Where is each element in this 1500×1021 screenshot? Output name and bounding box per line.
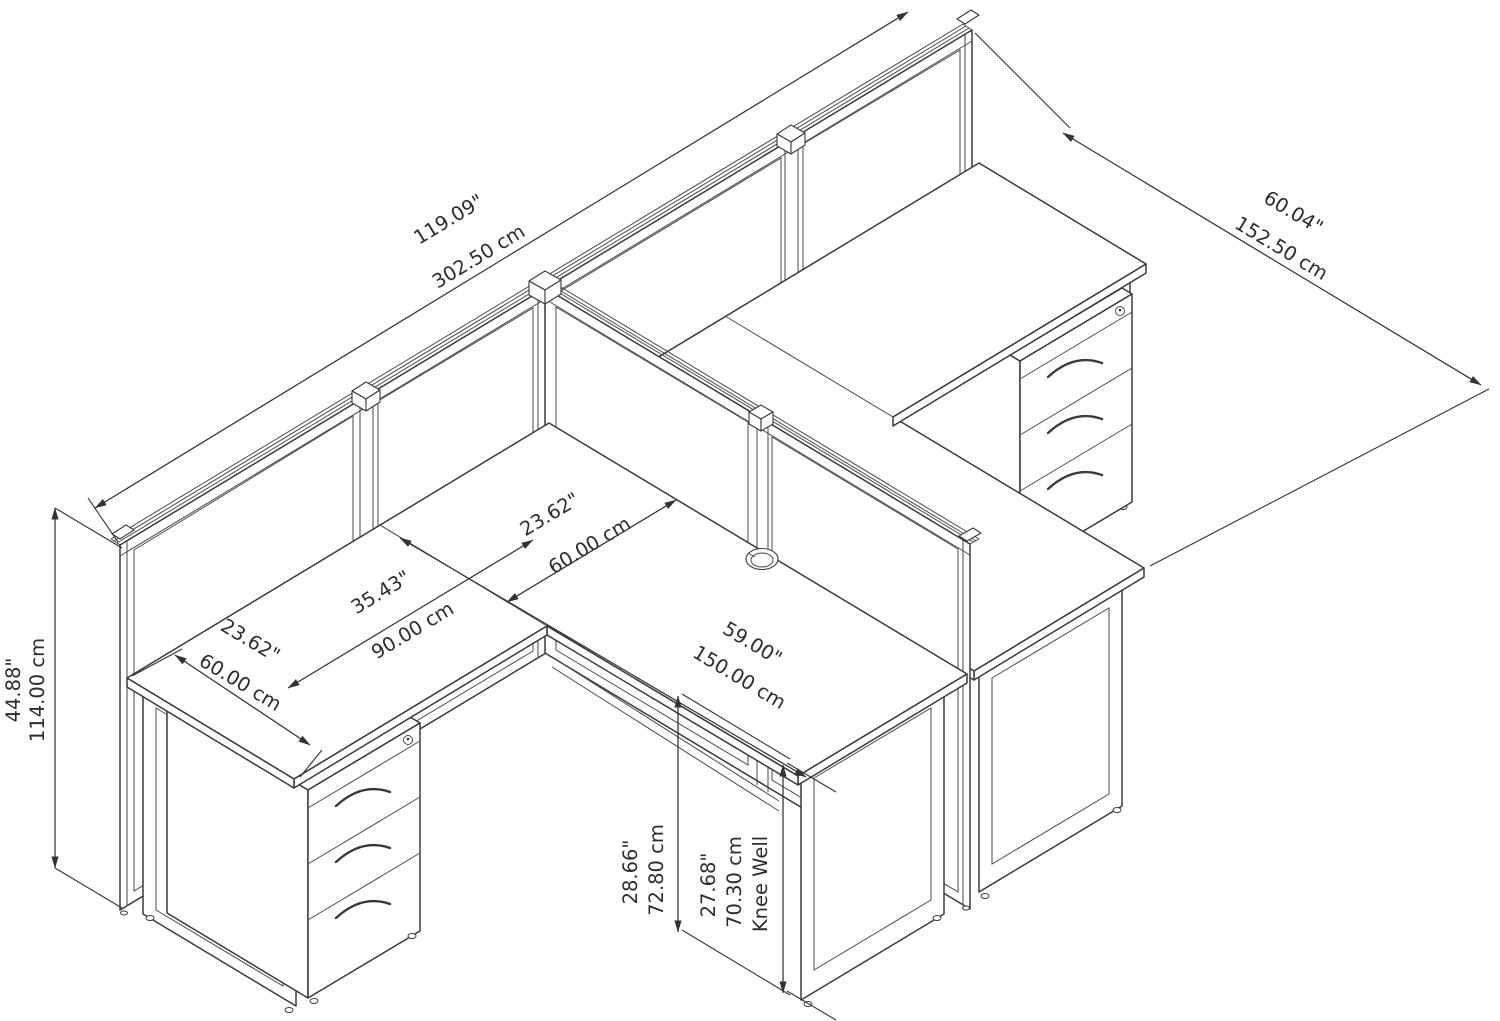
grommet-icon [745,547,779,571]
dimension-knee-well: 27.68" 70.30 cm Knee Well [697,762,837,1021]
drawer-handle [334,843,392,864]
drawer-handle [1046,470,1104,491]
left-pedestal [166,704,421,1004]
dim-overall-width-in: 119.09" [410,190,488,250]
dimension-overall-height: 44.88" 114.00 cm [2,507,123,909]
dim-desk-height-in: 28.66" [619,840,642,905]
dim-overall-height-cm: 114.00 cm [26,638,49,742]
drawer-handle [1046,414,1104,435]
drawer-handle [334,899,392,920]
dim-desk-height-cm: 72.80 cm [645,824,668,916]
dimension-desk-height: 28.66" 72.80 cm [619,693,791,996]
dim-knee-well-in: 27.68" [697,853,720,918]
dim-knee-well-cm: 70.30 cm [723,836,746,928]
dim-knee-well-label: Knee Well [749,836,772,932]
dim-overall-height-in: 44.88" [2,658,25,723]
drawer-handle [334,787,392,808]
